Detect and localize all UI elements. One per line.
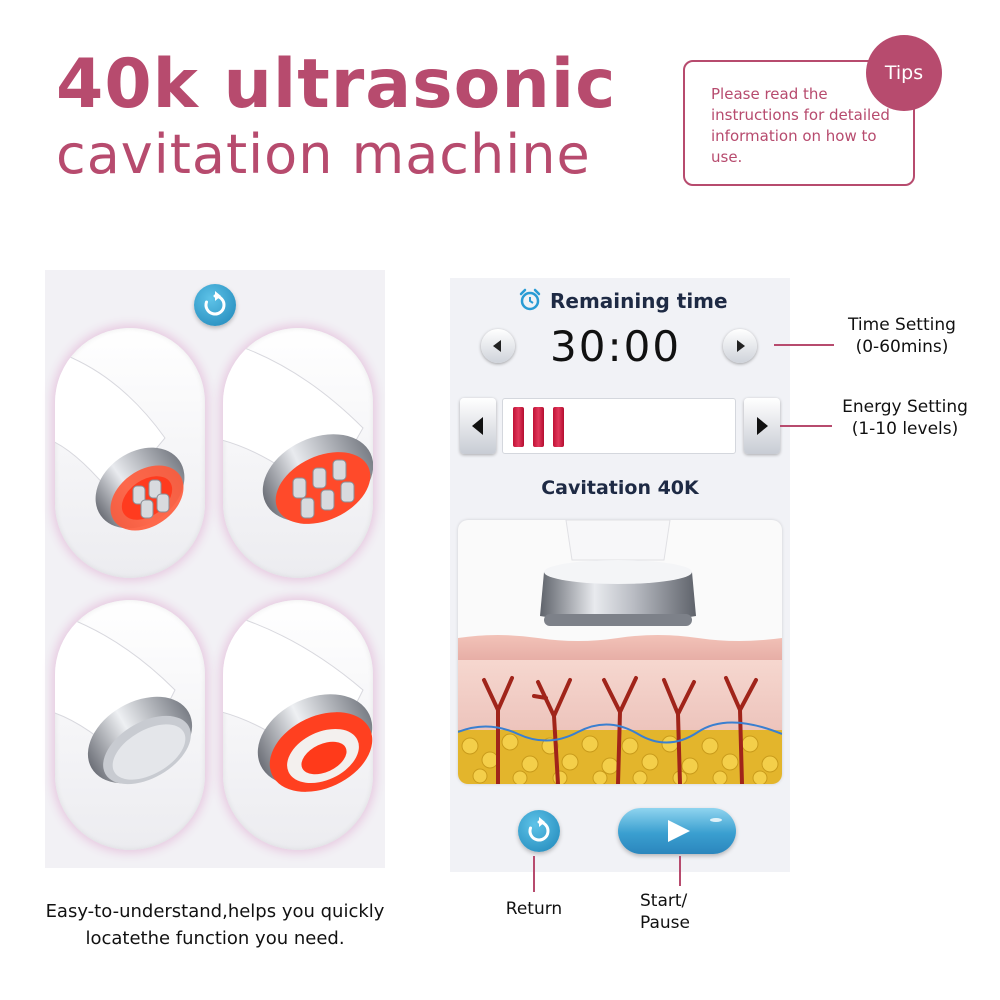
- time-decrease-button[interactable]: [481, 329, 515, 363]
- left-caption: Easy-to-understand,helps you quickly loc…: [0, 898, 430, 952]
- probe-6-ball-icon: [223, 340, 373, 524]
- tips-box: Please read the instructions for detaile…: [683, 60, 915, 186]
- probe-option-cavitation[interactable]: [55, 600, 205, 850]
- probe-cavitation-icon: [55, 612, 193, 785]
- arrow-left-icon: [493, 340, 501, 352]
- arrow-left-icon: [472, 417, 483, 435]
- time-increase-button[interactable]: [723, 329, 757, 363]
- left-caption-line-1: Easy-to-understand,helps you quickly: [45, 901, 385, 922]
- start-pause-label-1: Start/: [640, 891, 688, 911]
- tips-badge: Tips: [866, 35, 942, 111]
- alarm-clock-icon: [518, 288, 542, 316]
- energy-increase-button[interactable]: [744, 398, 780, 454]
- arrow-right-icon: [737, 340, 745, 352]
- return-button[interactable]: [518, 810, 560, 852]
- energy-bar: [553, 407, 564, 447]
- energy-setting-pointer: [780, 425, 832, 427]
- time-setting-pointer: [774, 344, 834, 346]
- play-icon: [668, 818, 722, 842]
- tips-text: Please read the instructions for detaile…: [711, 85, 890, 166]
- mode-label: Cavitation 40K: [541, 477, 699, 499]
- device-screen: Remaining time 30:00 Cavitation 40K: [450, 278, 790, 872]
- energy-level-meter: [502, 398, 736, 454]
- time-setting-label: Time Setting: [848, 315, 956, 335]
- start-pause-annotation: Start/ Pause: [640, 890, 720, 934]
- cavitation-skin-illustration: [458, 520, 782, 784]
- refresh-icon[interactable]: [194, 284, 236, 326]
- energy-setting-annotation: Energy Setting (1-10 levels): [822, 396, 988, 440]
- return-annotation: Return: [505, 899, 563, 919]
- arrow-right-icon: [757, 417, 768, 435]
- start-pause-button[interactable]: [618, 808, 736, 854]
- probe-option-rf-ring[interactable]: [223, 600, 373, 850]
- return-pointer: [533, 856, 535, 892]
- probe-selection-panel: [45, 270, 385, 868]
- energy-setting-label: Energy Setting: [842, 397, 968, 417]
- energy-bar: [533, 407, 544, 447]
- title-line-2: cavitation machine: [56, 123, 591, 186]
- remaining-time-label: Remaining time: [550, 289, 728, 313]
- energy-setting-range: (1-10 levels): [851, 419, 959, 439]
- title-line-1: 40k ultrasonic: [56, 45, 617, 124]
- time-setting-range: (0-60mins): [855, 337, 949, 357]
- energy-bar: [513, 407, 524, 447]
- probe-option-4-ball[interactable]: [55, 328, 205, 578]
- probe-4-ball-icon: [55, 350, 185, 531]
- time-display: 30:00: [550, 322, 682, 371]
- refresh-icon: [528, 817, 550, 842]
- energy-decrease-button[interactable]: [460, 398, 496, 454]
- start-pause-pointer: [679, 856, 681, 886]
- probe-option-6-ball[interactable]: [223, 328, 373, 578]
- start-pause-label-2: Pause: [640, 913, 690, 933]
- probe-rf-ring-icon: [223, 612, 373, 792]
- time-setting-annotation: Time Setting (0-60mins): [822, 314, 982, 358]
- left-caption-line-2: locatethe function you need.: [85, 928, 345, 949]
